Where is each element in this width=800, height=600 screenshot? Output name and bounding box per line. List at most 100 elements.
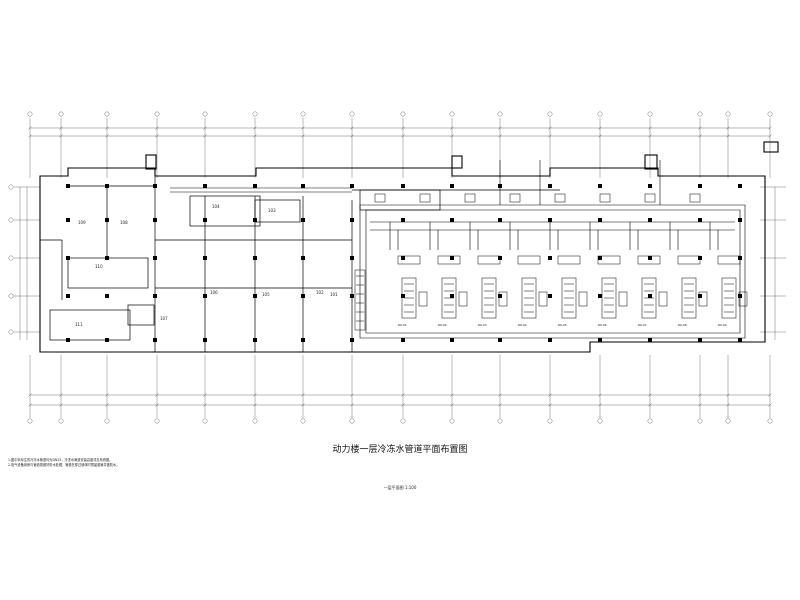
column (450, 256, 454, 260)
column (401, 294, 405, 298)
dimension-tick (450, 126, 454, 130)
dimension-tick (401, 134, 405, 138)
column (105, 184, 109, 188)
axis-bubble (767, 418, 773, 424)
axis-bubble (497, 111, 503, 117)
axis-bubble (202, 418, 208, 424)
equipment-box (464, 193, 476, 203)
column (598, 294, 602, 298)
equipment-tag: RK-01 (398, 323, 407, 327)
dimension-tick (726, 393, 730, 397)
column (66, 184, 70, 188)
dimension-tick (698, 126, 702, 130)
column (350, 184, 354, 188)
column (153, 218, 157, 222)
axis-bubble (252, 418, 258, 424)
equipment-box (554, 193, 566, 203)
column (598, 256, 602, 260)
dimension-tick (350, 126, 354, 130)
dimension-tick (450, 393, 454, 397)
column (548, 256, 552, 260)
unit-header (477, 255, 501, 265)
ahu-valve (618, 291, 628, 307)
dimension-tick (105, 403, 109, 407)
column (350, 294, 354, 298)
axis-bubble (400, 111, 406, 117)
ahu-valve (658, 291, 668, 307)
small-room (127, 304, 155, 326)
dimension-tick (350, 403, 354, 407)
equipment-tag: RK-09 (718, 323, 727, 327)
column (648, 338, 652, 342)
branch-drop (549, 222, 559, 250)
column (548, 338, 552, 342)
room-label: 106 (210, 290, 218, 295)
note-line: 2.电气设备用房与管道需做好防水处理，管道在穿过墙体时预留套管并做防水。 (8, 463, 120, 467)
dimension-tick (59, 393, 63, 397)
branch-drop (589, 222, 599, 250)
column (498, 294, 502, 298)
ahu-unit (561, 277, 577, 319)
column (548, 218, 552, 222)
axis-bubble (8, 255, 14, 261)
dimension-tick (598, 403, 602, 407)
dimension-tick (768, 403, 772, 407)
dimension-tick (498, 403, 502, 407)
ahu-unit (641, 277, 657, 319)
unit-header (677, 255, 701, 265)
room-label: 105 (262, 292, 270, 297)
dimension-tick (598, 134, 602, 138)
equipment-box (374, 193, 386, 203)
room-label: 104 (212, 204, 220, 209)
room-label: 107 (160, 316, 168, 321)
room-105 (189, 195, 261, 227)
column (698, 338, 702, 342)
stair-right (644, 154, 658, 170)
column (253, 338, 257, 342)
axis-bubble (400, 418, 406, 424)
dimension-tick (598, 393, 602, 397)
branch-drop (509, 222, 519, 250)
column (598, 184, 602, 188)
axis-bubble (497, 418, 503, 424)
dimension-tick (203, 134, 207, 138)
column (498, 218, 502, 222)
column (105, 338, 109, 342)
drawing-notes: 1.图中未标注的冷冻水管道均为DN25，冷冻水管道安装高度详见系统图。 2.电气… (8, 458, 308, 468)
column (253, 184, 257, 188)
dimension-tick (203, 126, 207, 130)
ahu-valve (578, 291, 588, 307)
column (450, 218, 454, 222)
dimension-tick (203, 393, 207, 397)
dimension-tick (450, 403, 454, 407)
axis-bubble (8, 293, 14, 299)
axis-bubble (252, 111, 258, 117)
column (648, 294, 652, 298)
dimension-tick (203, 403, 207, 407)
column (66, 338, 70, 342)
column (301, 294, 305, 298)
unit-header (437, 255, 461, 265)
dimension-tick (59, 126, 63, 130)
ahu-unit (681, 277, 697, 319)
branch-drop (389, 222, 399, 250)
dimension-tick (301, 126, 305, 130)
dimension-tick (301, 393, 305, 397)
axis-bubble (8, 184, 14, 190)
axis-bubble (725, 111, 731, 117)
column (498, 338, 502, 342)
note-line: 1.图中未标注的冷冻水管道均为DN25，冷冻水管道安装高度详见系统图。 (8, 458, 113, 462)
room-104 (254, 199, 301, 223)
column (698, 294, 702, 298)
dimension-tick (768, 393, 772, 397)
building-walls (39, 141, 779, 353)
column (66, 294, 70, 298)
axis-bubble (300, 418, 306, 424)
axis-bubble (697, 111, 703, 117)
branch-drop (629, 222, 639, 250)
dimension-tick (155, 403, 159, 407)
equipment-tag: RK-08 (678, 323, 687, 327)
exterior-wall (39, 167, 766, 353)
axis-bubble (767, 111, 773, 117)
